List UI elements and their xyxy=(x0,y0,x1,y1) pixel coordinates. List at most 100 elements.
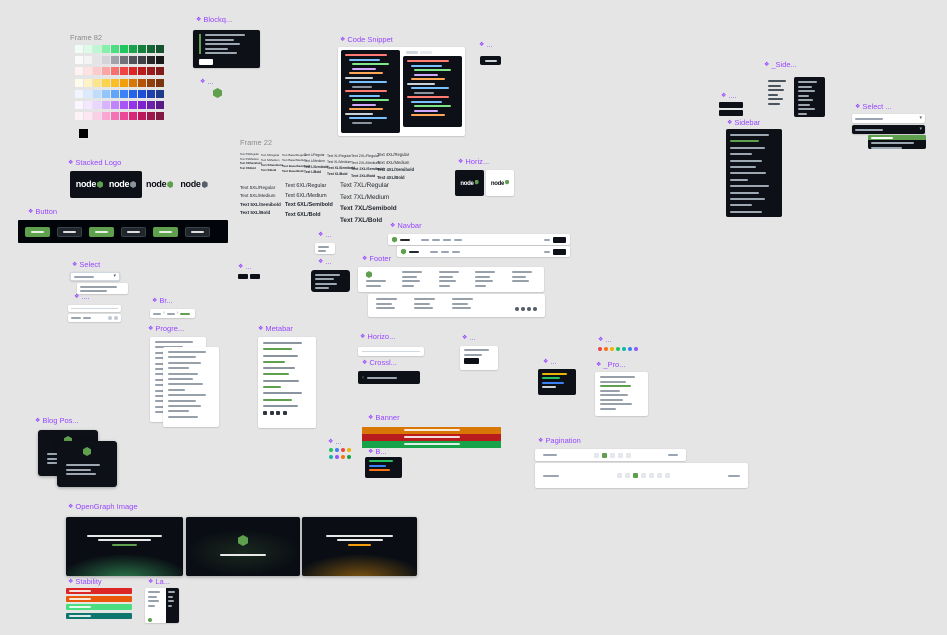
sidebar-frame-label[interactable]: ❖Sidebar xyxy=(727,119,760,127)
page-square[interactable] xyxy=(665,473,670,478)
color-swatch[interactable] xyxy=(93,45,101,53)
button-mini-frame-label[interactable]: ❖... xyxy=(479,41,493,49)
black-swatch[interactable] xyxy=(79,129,88,138)
nav-cta-button[interactable] xyxy=(553,236,566,243)
color-swatch[interactable] xyxy=(147,100,155,109)
metabar-component[interactable] xyxy=(258,337,316,428)
mini-panel-frame-label[interactable]: ❖... xyxy=(462,334,476,342)
share-icon[interactable] xyxy=(269,411,274,416)
secondary-button[interactable] xyxy=(57,226,82,237)
mini-panel-component[interactable] xyxy=(460,346,498,370)
color-swatch[interactable] xyxy=(156,67,164,76)
footer-link-col[interactable] xyxy=(414,298,440,312)
side-partial-frame-label[interactable]: ❖_Side... xyxy=(764,61,797,69)
footer-link-col[interactable] xyxy=(376,298,402,312)
color-dots-grid-row-2[interactable] xyxy=(329,455,351,459)
color-dot[interactable] xyxy=(341,455,345,459)
dots-row-frame-label[interactable]: ❖... xyxy=(598,336,612,344)
color-swatch[interactable] xyxy=(147,56,155,65)
color-swatch[interactable] xyxy=(102,45,110,53)
hr-light-component-1[interactable] xyxy=(68,305,121,312)
color-swatch[interactable] xyxy=(156,56,164,65)
color-palette-frame[interactable] xyxy=(75,45,164,123)
next-label-bar[interactable] xyxy=(668,454,678,456)
color-swatch[interactable] xyxy=(120,45,128,53)
color-swatch[interactable] xyxy=(120,67,128,76)
breadcrumb-component[interactable]: ›› xyxy=(150,309,195,318)
color-dot[interactable] xyxy=(341,448,345,452)
breadcrumb-item[interactable] xyxy=(153,312,161,315)
color-dot[interactable] xyxy=(347,455,351,459)
horizontal-rule-frame-label[interactable]: ❖Horizo... xyxy=(360,333,395,341)
color-swatch[interactable] xyxy=(93,100,101,109)
color-swatch[interactable] xyxy=(102,56,110,65)
mini-chip-1[interactable] xyxy=(238,274,248,279)
stability-index-component[interactable] xyxy=(66,588,132,621)
mini-chips-frame-label[interactable]: ❖... xyxy=(238,263,252,271)
side-partial-panel[interactable] xyxy=(794,77,825,117)
color-dot[interactable] xyxy=(329,455,333,459)
hr-light-component-2[interactable] xyxy=(68,314,121,322)
secondary-button[interactable] xyxy=(185,226,210,237)
color-swatch[interactable] xyxy=(156,100,164,109)
sidebar-component[interactable] xyxy=(726,129,782,217)
color-swatch[interactable] xyxy=(138,56,146,65)
mini-bar-1[interactable] xyxy=(719,102,743,108)
social-icon[interactable] xyxy=(527,307,531,311)
color-swatch[interactable] xyxy=(129,78,137,87)
code-snippet-frame-label[interactable]: ❖Code Snippet xyxy=(340,36,393,44)
footer-link-col[interactable] xyxy=(475,271,499,288)
side-partial-list[interactable] xyxy=(768,80,790,107)
metabar-share-icons[interactable] xyxy=(263,411,311,416)
stability-bar[interactable] xyxy=(66,612,132,619)
page-square[interactable] xyxy=(594,452,599,458)
nav-icon-bar[interactable] xyxy=(544,238,550,241)
mini-bar-2[interactable] xyxy=(719,110,743,116)
nodejs-hexagon-icon[interactable] xyxy=(213,88,222,98)
crosslink-component[interactable]: ‹ xyxy=(358,371,420,384)
mini-card-component[interactable] xyxy=(315,243,335,254)
color-swatch[interactable] xyxy=(84,100,92,109)
select-frame-label[interactable]: ❖Select xyxy=(72,261,100,269)
navbar-frame-label[interactable]: ❖Navbar xyxy=(390,222,422,230)
progression-partial-component[interactable] xyxy=(595,372,648,416)
mini-menu-component[interactable] xyxy=(311,270,350,292)
color-swatch[interactable] xyxy=(75,89,83,98)
breadcrumb-frame-label[interactable]: ❖Br... xyxy=(152,297,173,305)
select-dark-trigger-dark[interactable]: ▾ xyxy=(852,125,925,134)
share-icon[interactable] xyxy=(276,411,280,416)
navbar-component-1[interactable] xyxy=(388,234,570,245)
nav-link-bar[interactable] xyxy=(430,250,438,253)
social-icon[interactable] xyxy=(521,307,525,311)
color-swatch[interactable] xyxy=(138,100,146,109)
color-swatch[interactable] xyxy=(111,78,119,87)
social-icon[interactable] xyxy=(515,307,519,311)
horizontal-logo-frame-label[interactable]: ❖Horiz... xyxy=(458,158,489,166)
color-swatch[interactable] xyxy=(129,56,137,65)
color-swatch[interactable] xyxy=(102,100,110,109)
color-swatch[interactable] xyxy=(147,67,155,76)
footer-frame-label[interactable]: ❖Footer xyxy=(362,255,391,263)
banner-error[interactable] xyxy=(362,434,501,441)
color-swatch[interactable] xyxy=(156,78,164,87)
color-swatch[interactable] xyxy=(129,100,137,109)
blockquote-component[interactable] xyxy=(193,30,260,68)
pro-partial-frame-label[interactable]: ❖_Pro... xyxy=(596,361,625,369)
blockquote-frame-label[interactable]: ❖Blockq... xyxy=(196,16,232,24)
lang-mini-frame-label[interactable]: ❖La... xyxy=(148,578,170,586)
code-tab-1[interactable] xyxy=(406,51,418,54)
code-tab-2[interactable] xyxy=(420,51,432,54)
color-swatch[interactable] xyxy=(120,89,128,98)
stability-bar[interactable] xyxy=(66,588,132,594)
select-menu[interactable] xyxy=(77,283,128,294)
share-icon[interactable] xyxy=(263,411,267,416)
page-square[interactable] xyxy=(633,473,638,478)
nav-link-bar[interactable] xyxy=(443,238,451,241)
color-swatch[interactable] xyxy=(120,56,128,65)
select-option-active[interactable] xyxy=(868,135,926,140)
mini-panel-button[interactable] xyxy=(464,358,479,364)
footer-link-col[interactable] xyxy=(438,271,463,288)
next-label-bar[interactable] xyxy=(728,474,740,477)
color-dot[interactable] xyxy=(622,347,626,351)
nav-link-bar[interactable] xyxy=(452,250,460,253)
